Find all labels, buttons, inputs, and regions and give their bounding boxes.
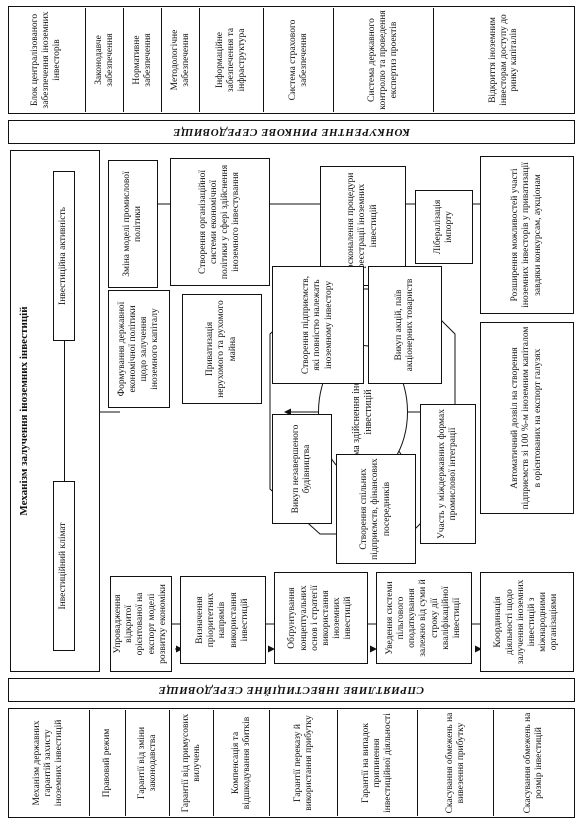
policy-formation-box: Формування державної економічної політик…	[108, 290, 170, 408]
mechanism-title: Механізм залучення іноземних інвестицій	[17, 306, 30, 516]
priority-directions-box: Визначення пріоритетних напрямів викорис…	[180, 576, 266, 664]
bottom-item-4: Гарантії від примусових вилучень	[170, 710, 214, 816]
bottom-item-1: Механізм державних гарантій захисту іноз…	[8, 710, 90, 816]
form-enterprises-box: Створення підприємств, які повністю нале…	[272, 266, 364, 384]
open-export-model-box: Упровадження відкритої орієнтованої на е…	[110, 576, 172, 672]
bottom-item-8: Скасування обмежень на вивезення прибутк…	[418, 710, 494, 816]
liberalization-box: Лібералізація імпорту	[415, 190, 473, 264]
top-item-8: Відкриття іноземним інвесторам доступу д…	[487, 14, 520, 106]
favorable-investment-bar: СПРИЯТЛИВЕ ІНВЕСТИЦІЙНЕ СЕРЕДОВИЩЕ	[8, 678, 575, 702]
form-joint-box: Створення спільних підприємств, фінансов…	[336, 454, 416, 564]
form-unfinished-box: Викуп незавершеного будівництва	[272, 414, 332, 524]
top-item-4: Методологічне забезпечення	[162, 8, 200, 112]
competitive-market-bar: КОНКУРЕНТНЕ РИНКОВЕ СЕРЕДОВИЩЕ	[8, 120, 575, 144]
bottom-item-7: Гарантії на випадок припинення інвестиці…	[338, 710, 418, 816]
privatization-expansion-box: Розширення можливостей участі іноземних …	[480, 156, 574, 314]
bottom-item-6: Гарантії переказу й використання прибутк…	[270, 710, 338, 816]
form-shares-box: Викуп акцій, паїв акціонерних товариств	[368, 266, 442, 384]
bottom-item-5: Компенсація та відшкодування збитків	[214, 710, 270, 816]
climate-activity-link	[64, 341, 65, 481]
org-system-box: Створення організаційної системи економі…	[170, 158, 270, 286]
top-item-7: Система державного контролю та проведенн…	[334, 8, 434, 112]
form-privatization-box: Приватизація нерухомого та рухомого майн…	[182, 294, 262, 404]
tax-incentives-box: Уведення системи пільгового оподаткуванн…	[376, 572, 472, 664]
industrial-model-box: Зміна моделі промислової політики	[108, 160, 158, 288]
top-item-5: Інформаційне забезпечення та інфраструкт…	[200, 8, 264, 112]
form-participation-box: Участь у міждержавних формах промислової…	[420, 404, 476, 544]
conceptual-basis-box: Обґрунтування концептуальних основ і стр…	[274, 572, 368, 664]
mechanism-block: Механізм залучення іноземних інвестицій …	[10, 150, 100, 672]
auto-permission-box: Автоматичний дозвіл на створення підприє…	[480, 322, 574, 514]
coordination-box: Координація діяльності щодо залучення ін…	[480, 572, 574, 672]
top-item-3: Нормативне забезпечення	[124, 8, 162, 112]
investment-climate-box: Інвестиційний клімат	[53, 481, 75, 651]
bottom-item-3: Гарантії від зміни законодавства	[126, 710, 170, 816]
bottom-item-2: Правовий режим	[90, 710, 126, 816]
top-item-2: Законодавче забезпечення	[86, 8, 124, 112]
top-item-6: Система страхового забезпечення	[264, 8, 334, 112]
top-item-1: Блок централізованого забезпечення інозе…	[8, 8, 86, 112]
investment-activity-box: Інвестиційна активність	[53, 171, 75, 341]
bottom-item-9: Скасування обмежень на розмір інвестицій	[523, 712, 544, 814]
